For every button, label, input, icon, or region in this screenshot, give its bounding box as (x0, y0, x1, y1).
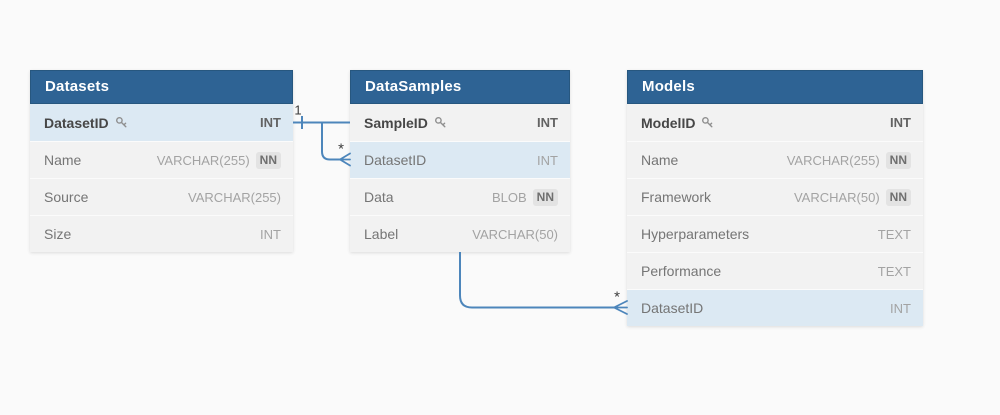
cardinality-label-many: * (614, 289, 620, 306)
column-row-datasamples-datasetid[interactable]: DatasetID INT (350, 141, 570, 178)
column-name: DatasetID (364, 152, 427, 168)
column-type: VARCHAR(255) (786, 152, 880, 168)
column-type: VARCHAR(255) (188, 189, 281, 205)
column-name: Size (44, 226, 72, 242)
column-type: TEXT (877, 263, 911, 279)
column-name: ModelID (641, 114, 696, 131)
primary-key-icon (434, 116, 447, 129)
relationship-datasamples-models[interactable]: * (459, 252, 628, 315)
column-type: VARCHAR(50) (793, 189, 880, 205)
column-row-datasets-datasetid[interactable]: DatasetID INT (30, 104, 293, 141)
column-name: Label (364, 226, 399, 242)
column-type: INT (537, 152, 558, 168)
column-type: VARCHAR(50) (472, 226, 558, 242)
column-type: INT (537, 115, 558, 130)
cardinality-label-one: 1 (294, 103, 301, 118)
column-type: INT (260, 226, 281, 242)
crows-foot-many (339, 152, 351, 167)
crows-foot-many (613, 300, 628, 315)
column-row-datasamples-sampleid[interactable]: SampleID INT (350, 104, 570, 141)
column-row-models-framework[interactable]: Framework VARCHAR(50) NN (627, 178, 923, 215)
column-type: BLOB (491, 189, 527, 205)
column-name: Name (44, 152, 82, 168)
column-name: DatasetID (44, 114, 109, 131)
column-type: INT (260, 115, 281, 130)
column-row-datasets-name[interactable]: Name VARCHAR(255) NN (30, 141, 293, 178)
column-type: INT (890, 115, 911, 130)
column-row-datasamples-label[interactable]: Label VARCHAR(50) (350, 215, 570, 252)
column-row-models-modelid[interactable]: ModelID INT (627, 104, 923, 141)
primary-key-icon (115, 116, 128, 129)
relationship-datasets-datasamples[interactable]: 1* (293, 103, 351, 167)
column-name: Source (44, 189, 89, 205)
column-row-models-name[interactable]: Name VARCHAR(255) NN (627, 141, 923, 178)
column-name: Hyperparameters (641, 226, 750, 242)
table-header-datasamples[interactable]: DataSamples (350, 70, 570, 104)
table-header-datasets[interactable]: Datasets (30, 70, 293, 104)
not-null-badge: NN (532, 188, 558, 206)
column-row-datasamples-data[interactable]: Data BLOB NN (350, 178, 570, 215)
not-null-badge: NN (255, 151, 281, 169)
column-name: Name (641, 152, 679, 168)
column-row-models-performance[interactable]: Performance TEXT (627, 252, 923, 289)
column-name: DatasetID (641, 300, 704, 316)
column-type: TEXT (877, 226, 911, 242)
not-null-badge: NN (885, 188, 911, 206)
column-type: INT (890, 300, 911, 316)
primary-key-icon (701, 116, 714, 129)
column-row-datasets-source[interactable]: Source VARCHAR(255) (30, 178, 293, 215)
table-header-models[interactable]: Models (627, 70, 923, 104)
cardinality-label-many: * (338, 141, 344, 158)
column-row-models-hyperparameters[interactable]: Hyperparameters TEXT (627, 215, 923, 252)
column-name: Performance (641, 263, 722, 279)
column-row-models-datasetid[interactable]: DatasetID INT (627, 289, 923, 326)
column-name: Framework (641, 189, 712, 205)
column-type: VARCHAR(255) (156, 152, 250, 168)
not-null-badge: NN (885, 151, 911, 169)
column-name: SampleID (364, 114, 428, 131)
column-row-datasets-size[interactable]: Size INT (30, 215, 293, 252)
column-name: Data (364, 189, 394, 205)
